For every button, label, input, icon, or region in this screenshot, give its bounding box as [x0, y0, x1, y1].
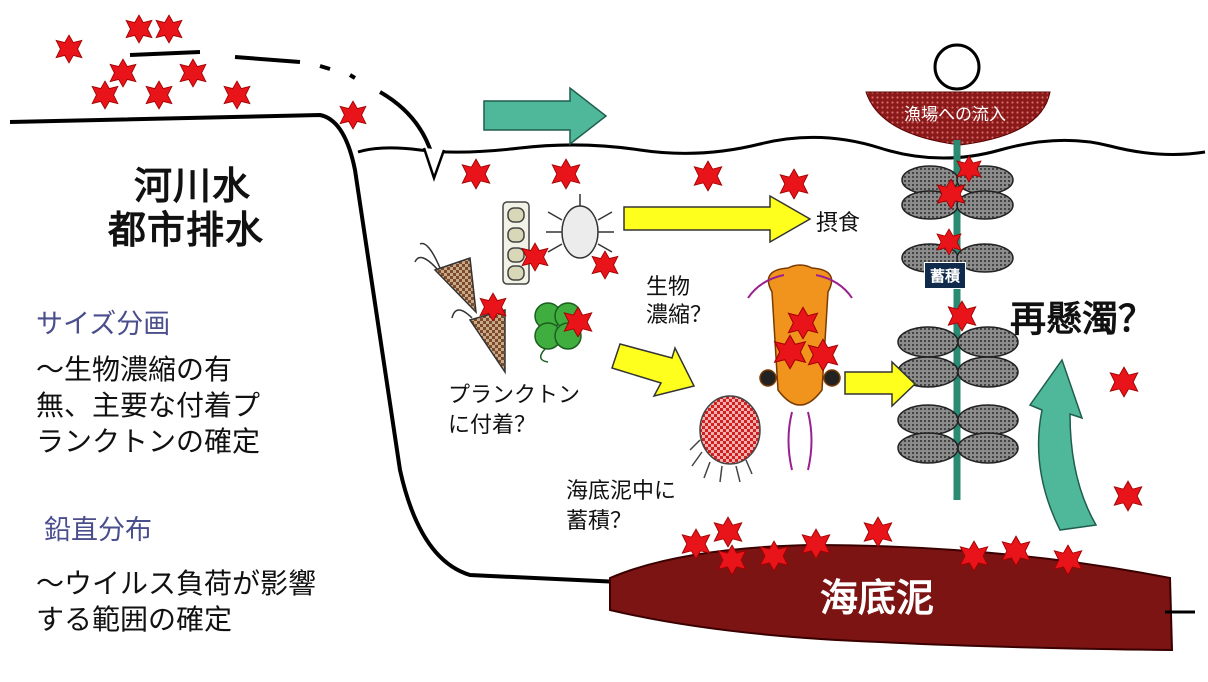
sea-surface: [358, 137, 1205, 158]
virus-particle-icon: [126, 15, 152, 43]
flow-arrow-teal: [484, 88, 606, 144]
resuspension-viruses: [1110, 367, 1141, 511]
bio-concentration-label-2: 濃縮？: [646, 302, 712, 329]
vertical-dist-body: ～ウイルス負荷が影響する範囲の確定: [36, 566, 326, 638]
oyster-icon: [898, 405, 958, 435]
resuspension-arrow: [1030, 360, 1096, 530]
oyster-icon: [957, 191, 1013, 219]
trajectory-arrowhead: [424, 148, 444, 178]
oyster-icon: [898, 433, 958, 463]
green-algae-icon: [535, 303, 581, 362]
oyster-icon: [958, 433, 1018, 463]
virus-trajectory-dashes: [130, 52, 432, 155]
plankton-attach-label-1: プランクトン: [448, 382, 580, 409]
virus-particle-icon: [146, 81, 172, 109]
oyster-icon: [958, 405, 1018, 435]
oyster-icon: [958, 327, 1018, 357]
virus-particle-icon: [56, 35, 82, 63]
feeding-label: 摂食: [816, 210, 860, 237]
virus-particle-icon: [224, 81, 250, 109]
concentration-arrow: [612, 344, 694, 396]
feeding-arrow: [624, 196, 810, 242]
virus-particle-icon: [180, 59, 206, 87]
source-viruses: [56, 15, 366, 129]
resuspension-label: 再懸濁？: [1010, 290, 1154, 342]
vertical-dist-heading: 鉛直分布: [44, 508, 152, 547]
accumulation-label: 蓄積: [924, 262, 966, 289]
plankton-attach-label-2: に付着？: [448, 412, 536, 439]
buoy-icon: [935, 45, 979, 89]
copepod-icon: [748, 265, 852, 470]
sediment-accum-label-2: 蓄積？: [566, 508, 632, 535]
sea-mud-label: 海底泥: [820, 567, 934, 622]
oyster-icon: [958, 357, 1018, 387]
source-title-line2: 都市排水: [108, 208, 264, 252]
fishery-inflow-label: 漁場への流入: [904, 100, 1006, 125]
source-title-line1: 河川水: [134, 164, 251, 208]
virus-particle-icon: [92, 81, 118, 109]
virus-particle-icon: [340, 101, 366, 129]
oyster-icon: [898, 327, 958, 357]
virus-particle-icon: [156, 15, 182, 43]
diatom-chain-icon: [503, 202, 529, 284]
size-fraction-body: ～生物濃縮の有無、主要な付着プランクトンの確定: [36, 352, 284, 460]
nauplius-icon: [690, 396, 760, 482]
bio-concentration-label-1: 生物: [646, 274, 690, 301]
virus-particle-icon: [110, 59, 136, 87]
size-fraction-heading: サイズ分画: [36, 302, 170, 341]
surface-viruses: [462, 159, 807, 199]
sediment-accum-label-1: 海底泥中に: [566, 478, 676, 505]
small-copepod-icon: [546, 194, 614, 258]
